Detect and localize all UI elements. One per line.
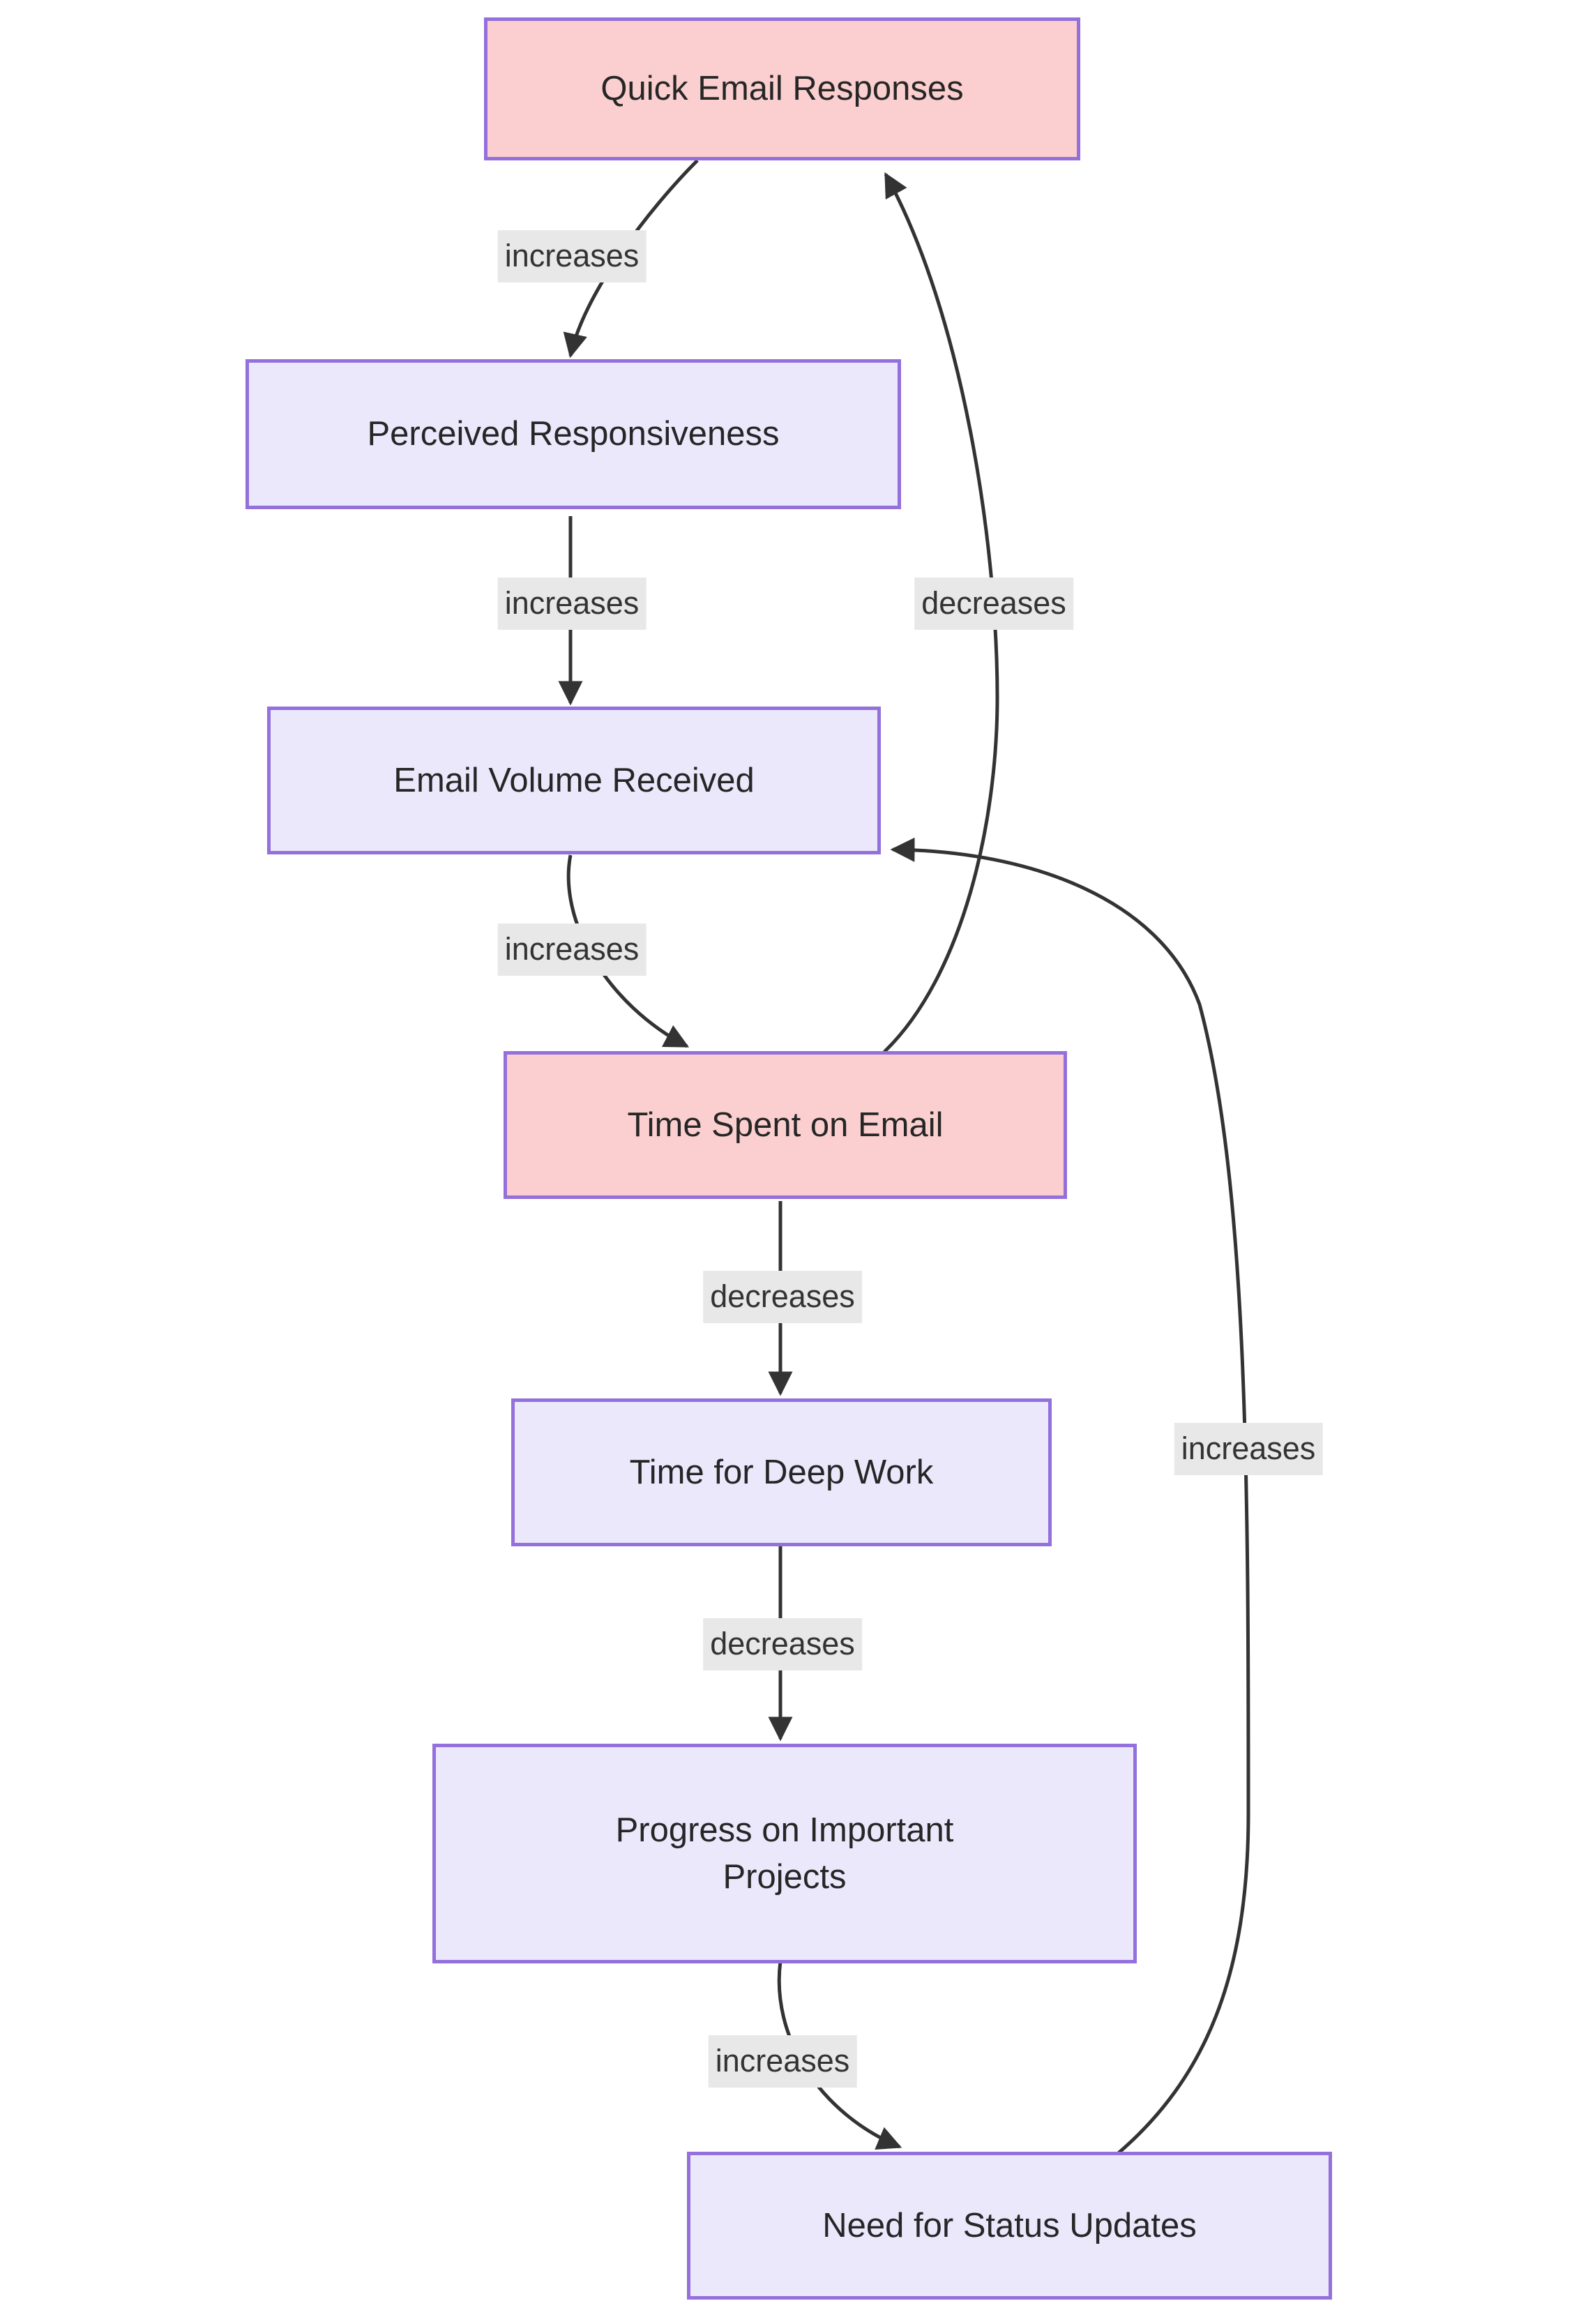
node-need-for-status-updates[interactable]: Need for Status Updates (687, 2152, 1332, 2300)
edge-label-timespent-to-quick: decreases (914, 578, 1073, 630)
edge-label-status-to-volume: increases (1174, 1423, 1323, 1475)
edge-label-perceived-to-volume: increases (497, 578, 646, 630)
node-quick-email-responses[interactable]: Quick Email Responses (484, 17, 1080, 160)
node-label: Quick Email Responses (600, 70, 964, 108)
node-label-line1: Progress on Important (615, 1811, 954, 1850)
node-label: Time for Deep Work (629, 1453, 934, 1491)
node-email-volume-received[interactable]: Email Volume Received (267, 707, 881, 854)
edge-label-deepwork-to-progress: decreases (703, 1618, 862, 1670)
node-label-line2: Projects (723, 1857, 847, 1896)
node-label: Email Volume Received (393, 761, 755, 799)
edge-label-timespent-to-deepwork: decreases (703, 1271, 862, 1323)
node-label: Need for Status Updates (822, 2206, 1197, 2244)
node-time-for-deep-work[interactable]: Time for Deep Work (511, 1398, 1052, 1546)
edge-label-quick-to-perceived: increases (497, 230, 646, 282)
node-label: Time Spent on Email (627, 1106, 944, 1144)
node-label: Perceived Responsiveness (367, 415, 780, 453)
node-perceived-responsiveness[interactable]: Perceived Responsiveness (245, 359, 901, 509)
edge-label-volume-to-timespent: increases (497, 923, 646, 976)
edge-label-progress-to-status: increases (708, 2035, 857, 2088)
node-time-spent-on-email[interactable]: Time Spent on Email (504, 1051, 1067, 1199)
node-progress-on-important-projects[interactable]: Progress on Important Projects (432, 1744, 1137, 1963)
